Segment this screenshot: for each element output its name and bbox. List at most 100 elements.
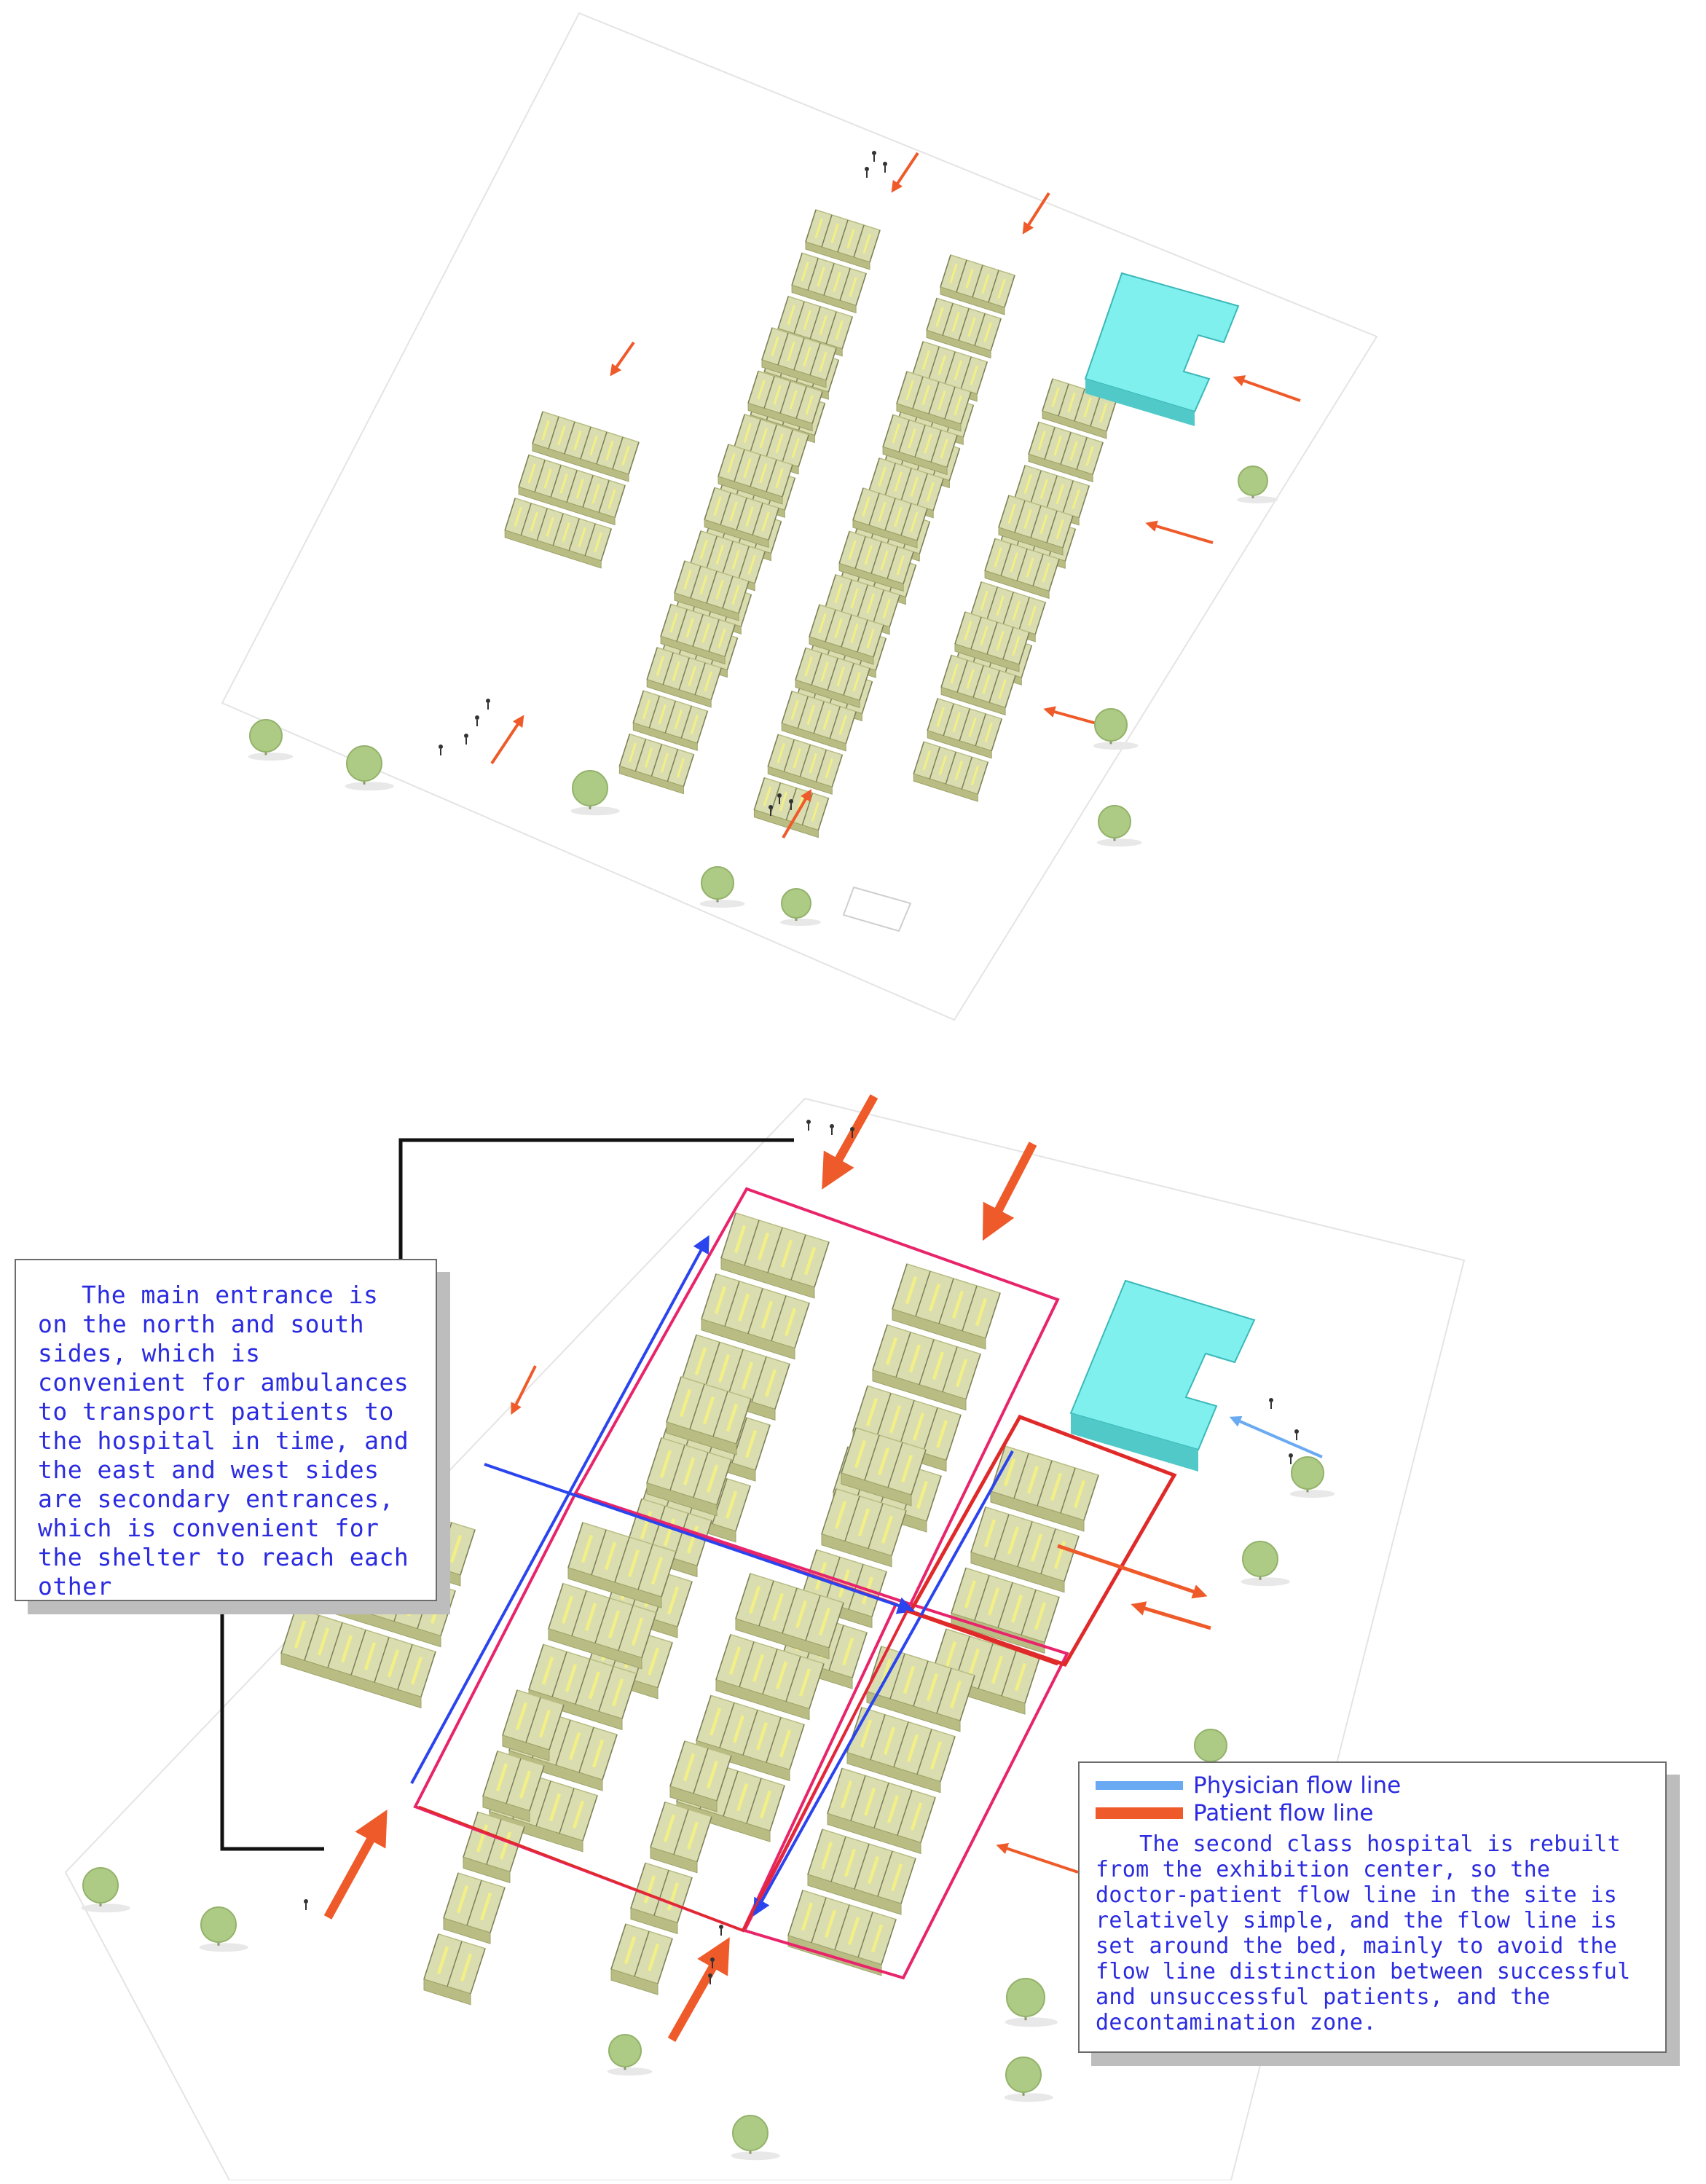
cubicle-partition xyxy=(841,579,852,613)
bed xyxy=(688,666,696,686)
bed xyxy=(935,307,944,327)
parking-pad xyxy=(842,886,912,932)
cubicle-partition xyxy=(1018,632,1030,665)
cubicle-partition xyxy=(657,1938,673,1984)
bed xyxy=(495,1763,508,1791)
bed xyxy=(994,547,1002,567)
ward-row-wall xyxy=(753,809,819,838)
bed xyxy=(938,755,947,776)
tree-shadow xyxy=(607,2067,653,2076)
cubicle-partition xyxy=(692,614,704,647)
cubicle-partition xyxy=(891,1510,907,1556)
bed xyxy=(1073,1480,1086,1509)
cubicle-partition xyxy=(813,701,825,734)
bed xyxy=(940,439,948,459)
cubicle-partition xyxy=(750,454,761,487)
cubicle-partition xyxy=(1044,427,1056,460)
cubicle-partition xyxy=(529,1765,545,1811)
cubicle-partition xyxy=(744,1219,760,1266)
cubicle-partition xyxy=(774,1364,790,1410)
patient-arrow xyxy=(490,715,524,765)
bed xyxy=(900,1454,913,1483)
cubicle-partition xyxy=(1017,1521,1033,1567)
cubicle-partition xyxy=(961,756,973,790)
cubicle-partition xyxy=(766,459,777,492)
ward-row-wall xyxy=(747,402,813,432)
bed xyxy=(631,1617,644,1646)
cubicle-partition xyxy=(735,1485,751,1532)
cubicle-partition xyxy=(1058,383,1069,417)
cubicle-partition xyxy=(646,647,658,680)
cubicle-partition xyxy=(559,1788,575,1834)
bed xyxy=(865,1398,878,1426)
cubicle-partition xyxy=(621,1673,637,1719)
ward-row-wall xyxy=(463,1856,511,1884)
bed xyxy=(1099,402,1108,423)
patient-arrow xyxy=(1131,1601,1211,1630)
cubicle-partition xyxy=(715,1634,731,1680)
cubicle-partition xyxy=(877,1850,893,1897)
bed xyxy=(885,1337,898,1365)
cubicle-partition xyxy=(1002,626,1014,660)
bed xyxy=(660,753,669,773)
cubicle-partition xyxy=(594,1598,610,1643)
cubicle-partition xyxy=(868,457,880,491)
legend-physician: Physician flow line xyxy=(1096,1772,1651,1799)
tree-shadow xyxy=(345,782,394,791)
bed xyxy=(1034,1602,1047,1630)
bed xyxy=(1023,474,1032,494)
ward-row-wall xyxy=(896,403,962,432)
bed xyxy=(1026,557,1034,578)
cubicle-partition xyxy=(568,518,580,551)
bed xyxy=(775,468,784,489)
ward-row-wall xyxy=(852,519,918,549)
cubicle-partition xyxy=(817,798,830,830)
cubicle-partition xyxy=(926,298,937,331)
cubicle-partition xyxy=(681,1335,697,1380)
cubicle-partition xyxy=(762,1649,778,1694)
bed xyxy=(519,1770,532,1799)
bed xyxy=(852,672,861,692)
bed xyxy=(674,710,683,730)
cubicle-partition xyxy=(777,296,789,329)
physician-flow-lines xyxy=(410,1235,1323,1917)
bed xyxy=(818,613,827,634)
bed xyxy=(996,595,1005,616)
cubicle-partition xyxy=(916,1729,932,1775)
bed xyxy=(775,433,784,453)
bed xyxy=(870,1924,884,1953)
cubicle-partition xyxy=(650,1802,666,1847)
bed xyxy=(643,1875,656,1904)
bed xyxy=(954,395,962,416)
cubicle-partition xyxy=(785,1656,801,1702)
bed xyxy=(706,1760,719,1789)
person-head xyxy=(872,151,876,155)
bed xyxy=(561,1595,574,1624)
cubicle-partition xyxy=(693,1452,709,1498)
ward-row-wall xyxy=(926,329,991,359)
bed xyxy=(929,1741,943,1769)
cubicle-partition xyxy=(669,1740,685,1787)
cubicle-partition xyxy=(974,1575,990,1621)
person-head xyxy=(865,167,869,171)
cubicle-partition xyxy=(641,1612,657,1658)
bed xyxy=(818,1607,831,1636)
cubicle-partition xyxy=(884,498,896,531)
cubicle-partition xyxy=(752,503,763,535)
cubicle-partition xyxy=(634,739,647,771)
cubicle-partition xyxy=(783,739,795,772)
ward-row-wall xyxy=(701,1319,795,1360)
cubicle-partition xyxy=(791,253,803,286)
bed xyxy=(1039,514,1048,535)
cubicle-partition xyxy=(962,1285,978,1332)
bed xyxy=(908,428,916,449)
tree-shadow xyxy=(81,1904,130,1913)
cubicle-partition xyxy=(905,565,917,597)
bed xyxy=(775,1661,788,1689)
bed xyxy=(970,766,979,786)
bed xyxy=(991,1655,1004,1684)
cubicle-partition xyxy=(988,670,1000,703)
tree-shadow xyxy=(1289,1490,1335,1498)
cubicle-partition xyxy=(884,463,896,496)
bed xyxy=(921,350,930,370)
